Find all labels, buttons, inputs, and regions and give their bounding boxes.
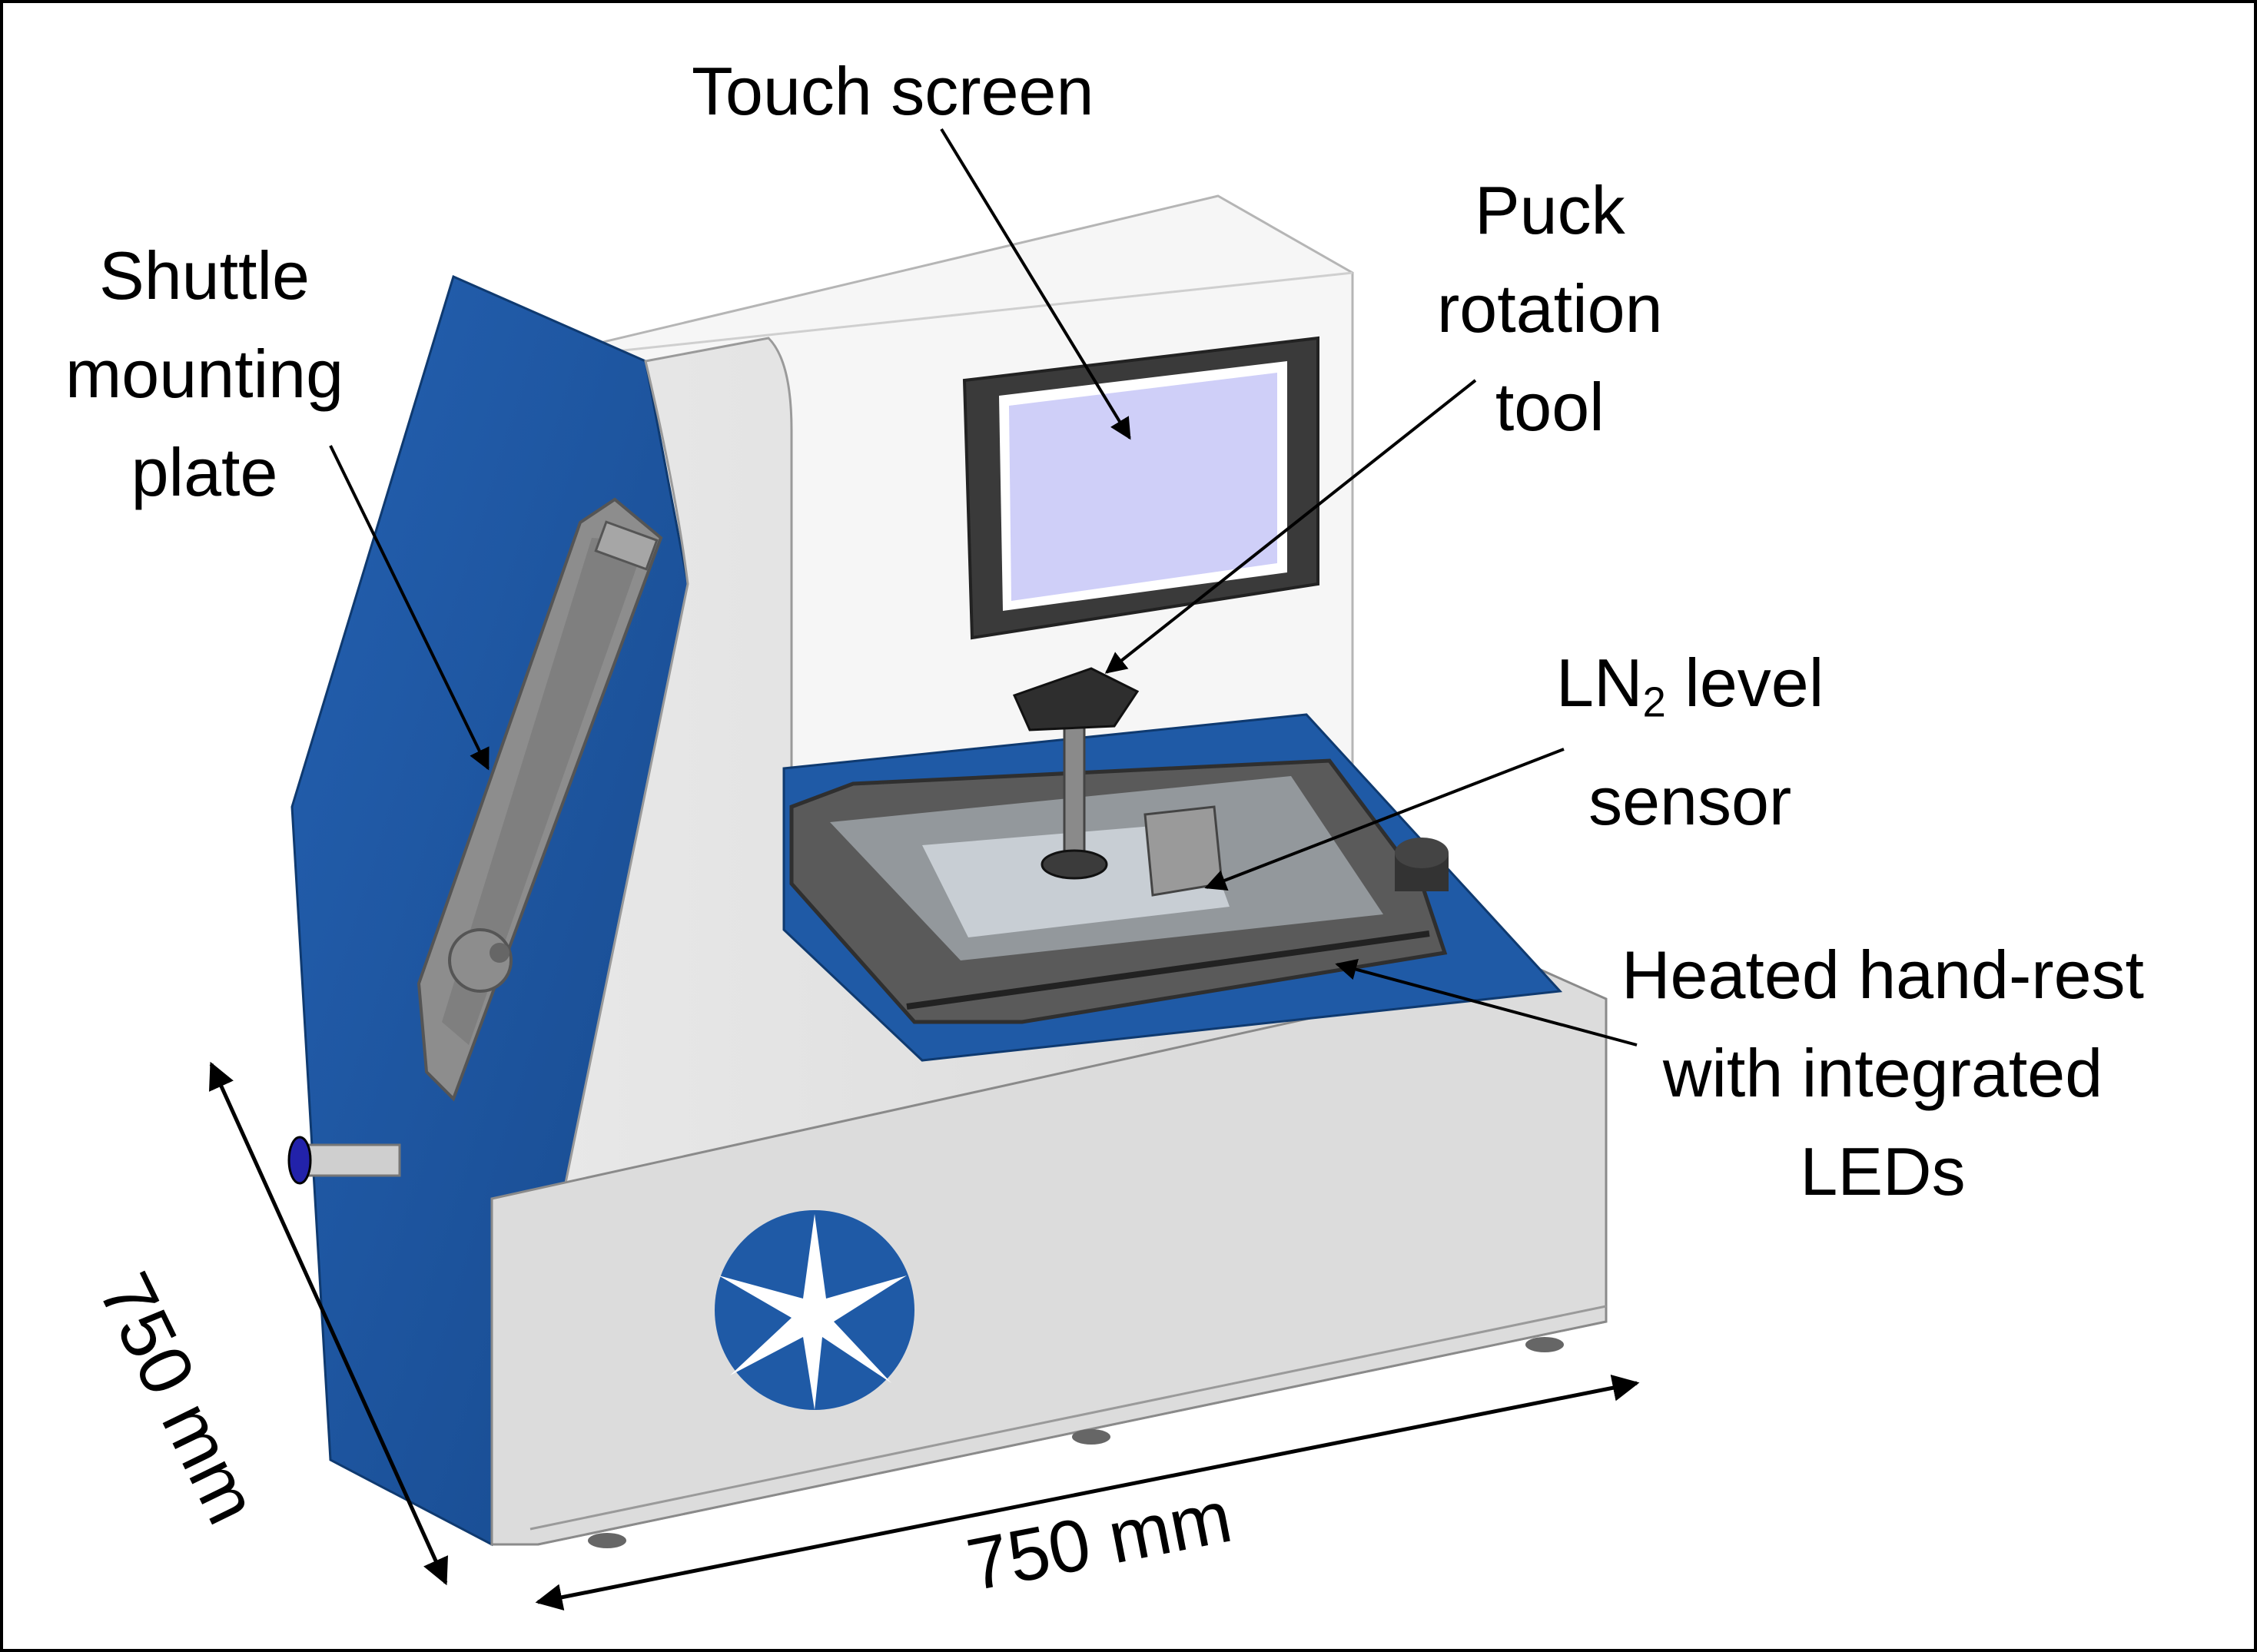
side-connector (298, 1143, 401, 1177)
label-puck-rotation-tool: Puck rotation tool (1437, 172, 1663, 445)
label-touch-screen: Touch screen (692, 53, 1094, 129)
ln2-level-sensor (1143, 805, 1223, 897)
dimension-width-arrow (535, 1374, 1640, 1611)
label-ln2-level-sensor: LN2 level sensor (1556, 645, 1824, 839)
touch-screen-display (1009, 373, 1277, 601)
arrow-touch-screen (940, 128, 1131, 440)
label-shuttle-mounting-plate: Shuttle mounting plate (65, 237, 344, 510)
arrow-puck-rotation-tool (1104, 379, 1477, 674)
arrow-heated-hand-rest (1335, 959, 1638, 1047)
puck-rotation-knob (1012, 667, 1140, 731)
label-heated-hand-rest: Heated hand-rest with integrated LEDs (1621, 937, 2144, 1209)
arrow-shuttle-mounting-plate (329, 445, 490, 771)
dimension-depth-arrow (209, 1061, 448, 1586)
arrow-ln2-level-sensor (1204, 748, 1565, 891)
puck-rotation-shaft (1063, 705, 1086, 862)
starburst-logo-icon (715, 1210, 914, 1410)
